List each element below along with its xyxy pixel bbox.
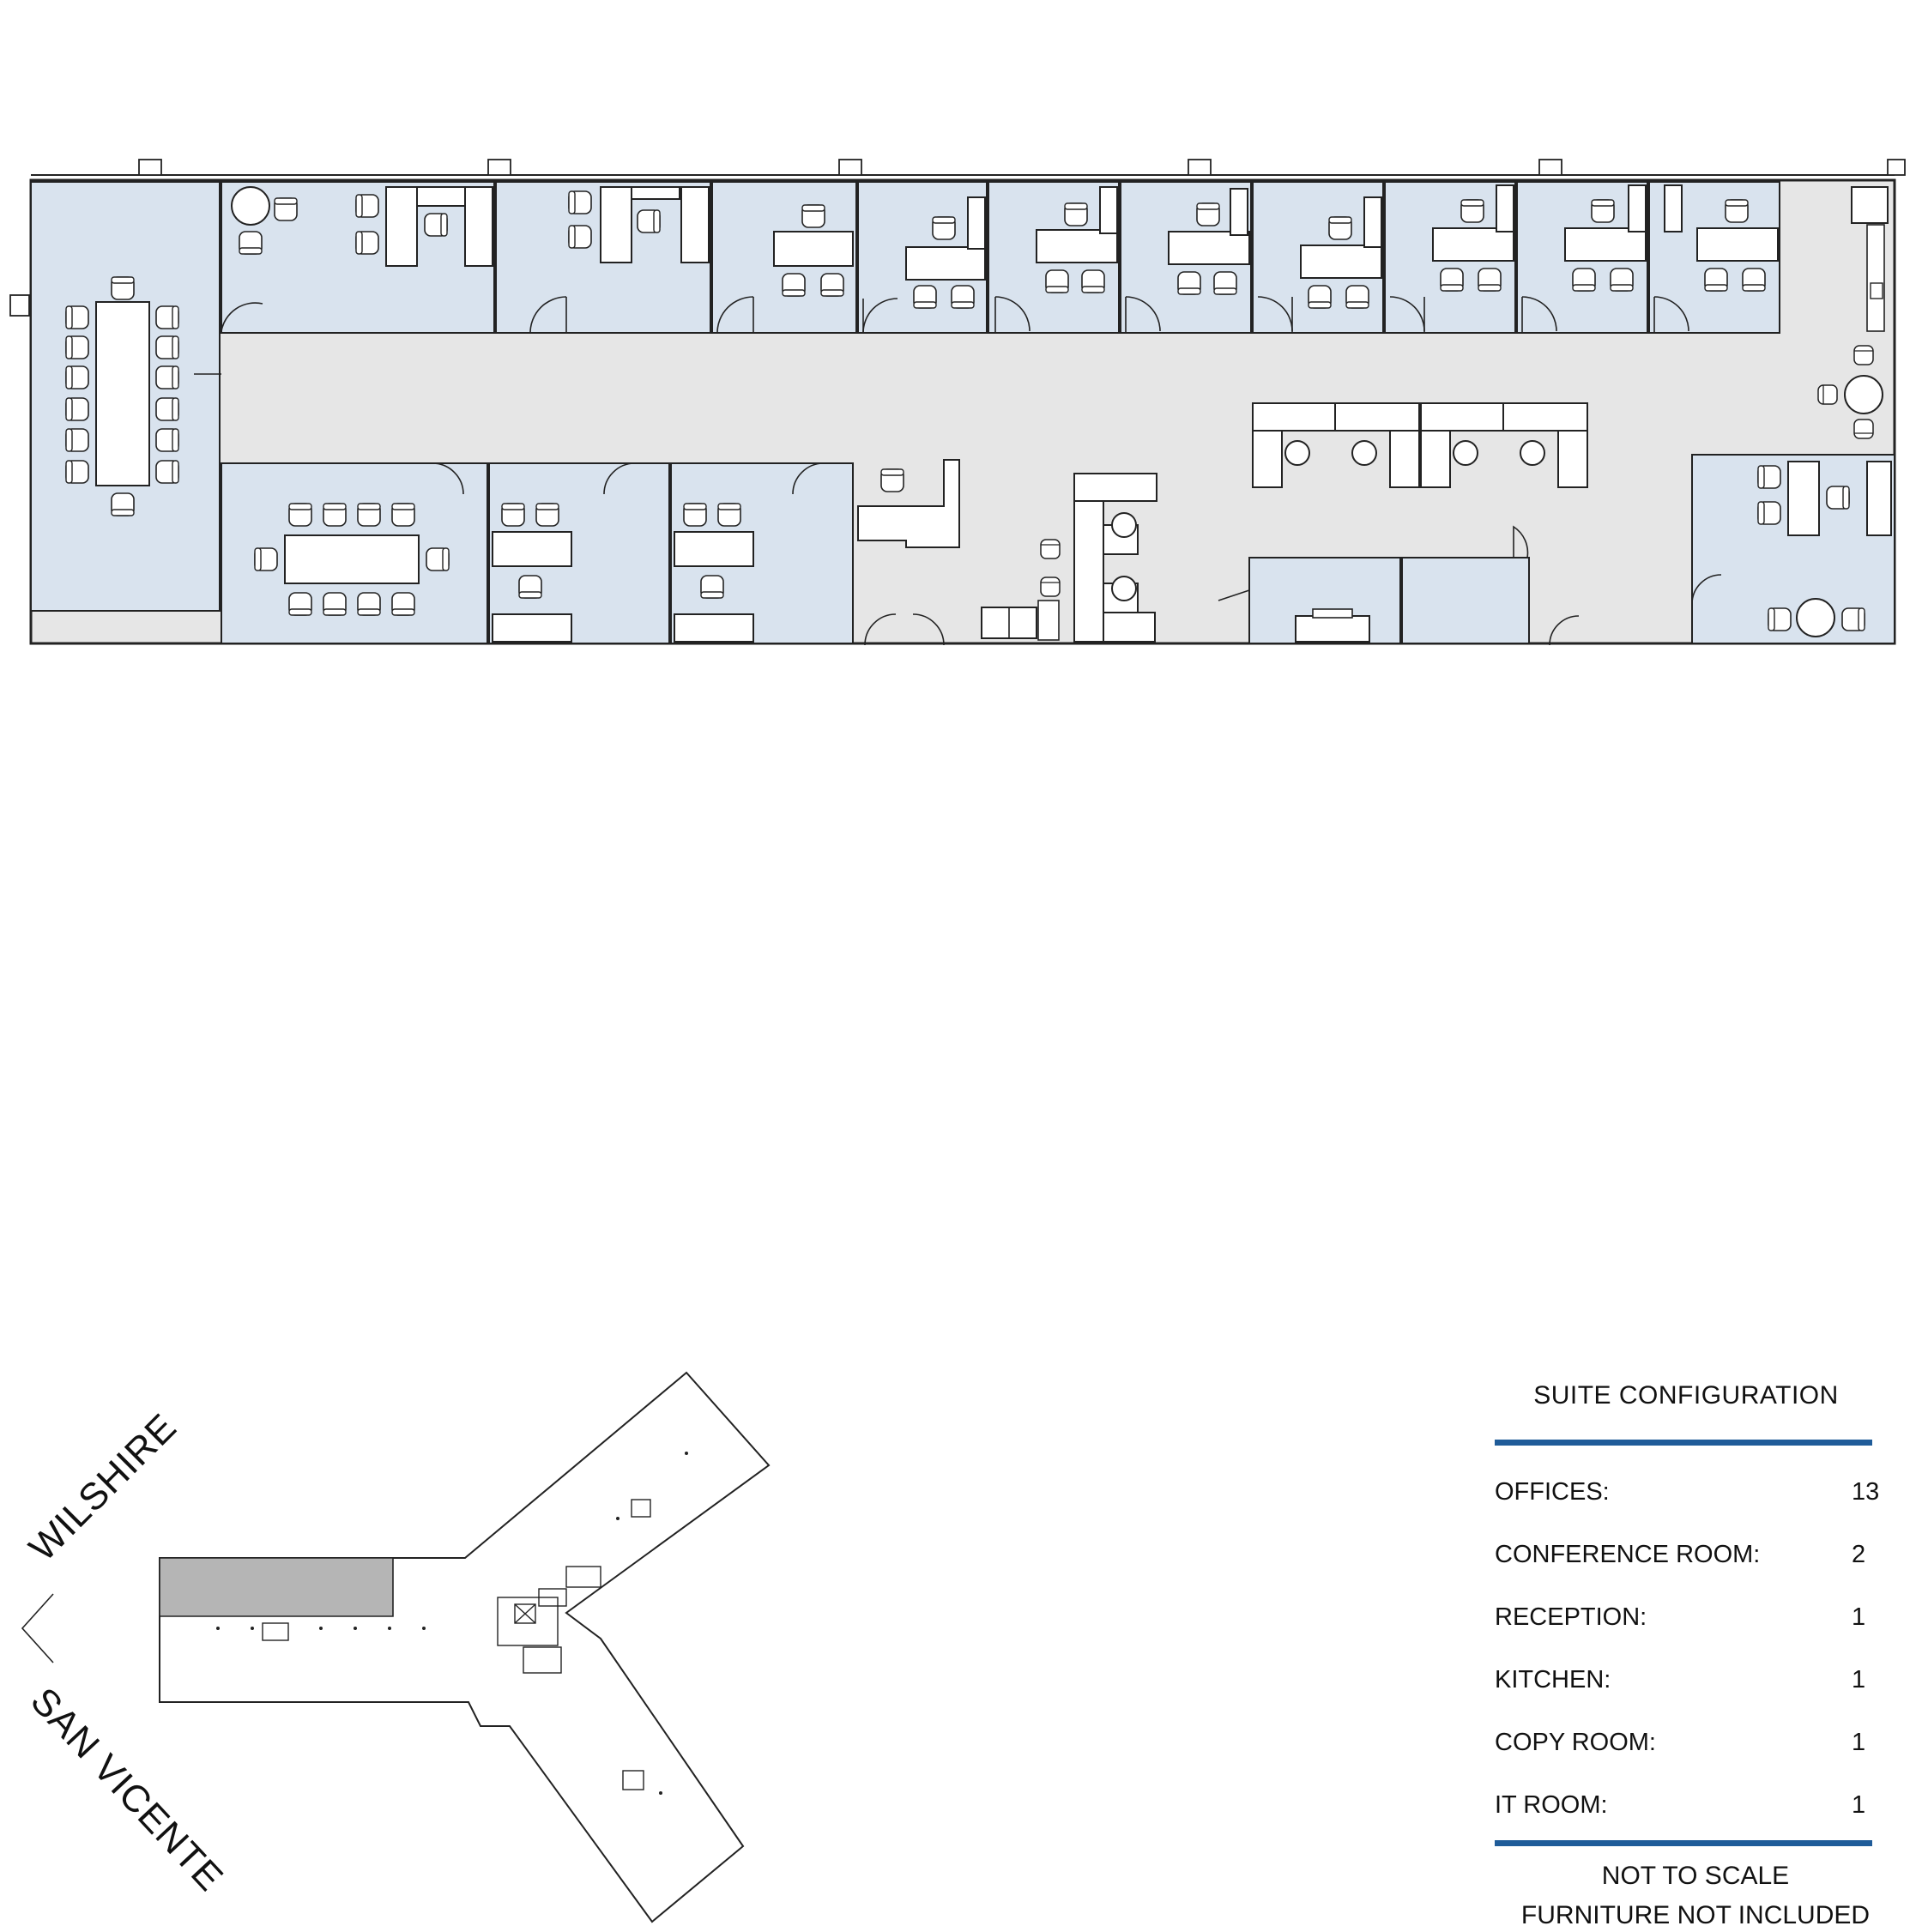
config-value: 1 — [1852, 1729, 1866, 1756]
suite-floor-plan — [9, 159, 1906, 646]
config-value: 1 — [1852, 1603, 1866, 1631]
lounge-table — [1817, 345, 1883, 439]
medium-conference-furniture — [254, 503, 450, 616]
top-office-doors — [221, 296, 1689, 334]
config-label: CONFERENCE ROOM: — [1495, 1541, 1761, 1568]
office-13-furniture — [1757, 461, 1892, 637]
small-office-furniture — [773, 184, 1779, 309]
config-label: RECEPTION: — [1495, 1603, 1647, 1631]
copier — [1295, 608, 1370, 643]
divider-bottom — [1495, 1840, 1872, 1846]
office-1-furniture — [231, 186, 493, 267]
note-furniture-not-included: FURNITURE NOT INCLUDED — [1520, 1901, 1871, 1929]
core-details — [262, 1499, 651, 1790]
suite-location-highlight — [159, 1557, 394, 1617]
config-value: 1 — [1852, 1666, 1866, 1694]
divider-top — [1495, 1440, 1872, 1446]
config-label: COPY ROOM: — [1495, 1729, 1656, 1756]
config-label: IT ROOM: — [1495, 1791, 1608, 1819]
building-outline — [159, 1371, 771, 1923]
config-label: OFFICES: — [1495, 1478, 1610, 1506]
config-row-it-room: IT ROOM: 1 — [1484, 1774, 1888, 1837]
conference-table — [95, 301, 150, 486]
column-dots — [216, 1452, 688, 1795]
suite-configuration-panel: SUITE CONFIGURATION OFFICES: 13 CONFEREN… — [1484, 1373, 1888, 1930]
config-row-kitchen: KITCHEN: 1 — [1484, 1649, 1888, 1712]
config-row-conference-room: CONFERENCE ROOM: 2 — [1484, 1524, 1888, 1586]
key-plan — [21, 1371, 771, 1923]
window-mullions — [9, 159, 1906, 317]
workstations-right — [1252, 402, 1588, 488]
suite-configuration-title: SUITE CONFIGURATION — [1533, 1381, 1839, 1410]
reception — [857, 459, 1061, 641]
config-value: 1 — [1852, 1791, 1866, 1819]
config-label: KITCHEN: — [1495, 1666, 1611, 1694]
bottom-room-doors — [194, 373, 825, 495]
note-not-to-scale: NOT TO SCALE — [1601, 1862, 1790, 1890]
config-value: 13 — [1852, 1478, 1880, 1506]
entry-doors — [864, 525, 1722, 646]
config-row-copy-room: COPY ROOM: 1 — [1484, 1712, 1888, 1774]
config-value: 2 — [1852, 1541, 1866, 1568]
it-room — [1401, 557, 1530, 644]
config-row-reception: RECEPTION: 1 — [1484, 1586, 1888, 1649]
workstations-left — [1073, 473, 1157, 643]
kitchenette — [1851, 186, 1889, 332]
config-row-offices: OFFICES: 13 — [1484, 1461, 1888, 1524]
street-leader — [21, 1593, 54, 1663]
office-2-furniture — [568, 186, 710, 263]
bottom-office-furniture — [492, 503, 754, 643]
